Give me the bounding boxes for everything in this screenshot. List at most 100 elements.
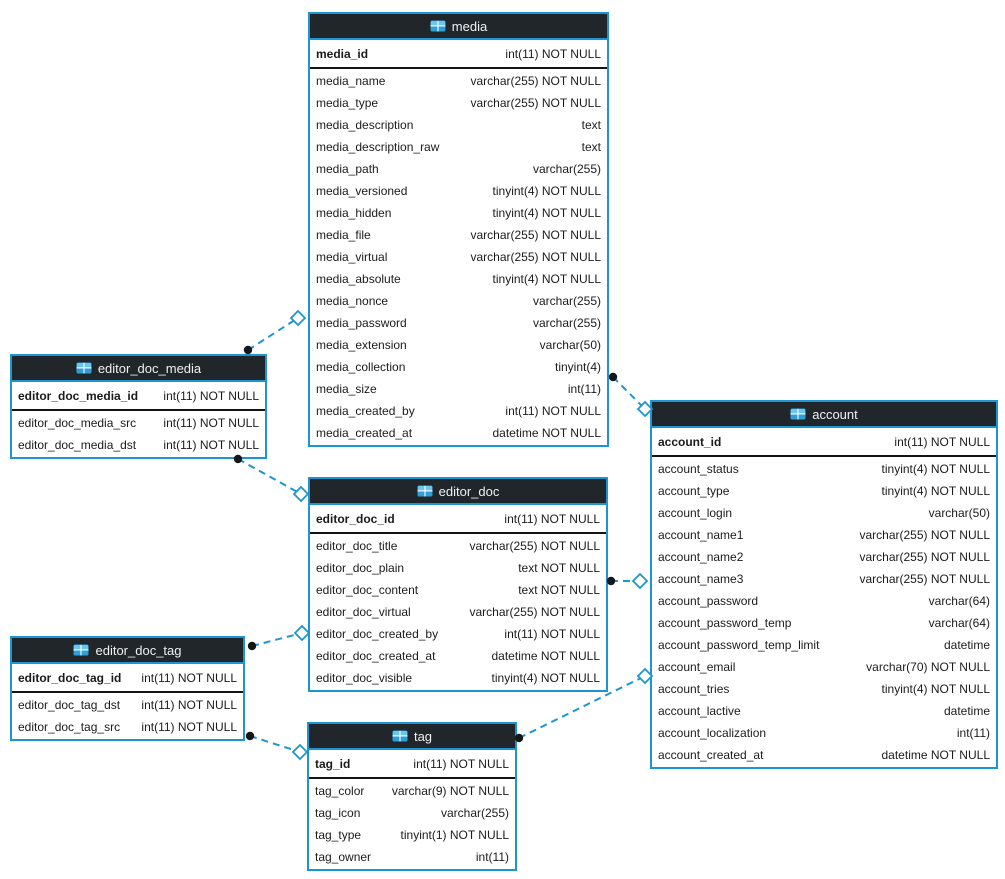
relation-line[interactable] [251,632,303,647]
relation-editor_doc-to-account[interactable] [606,572,649,590]
field-name: tag_owner [315,850,372,864]
table-header[interactable]: account [652,402,996,428]
field-name: tag_type [315,828,362,842]
field-name: media_password [316,316,407,330]
field-editor_doc_virtual[interactable]: editor_doc_virtual varchar(255) NOT NULL [310,601,606,623]
field-type: varchar(9) NOT NULL [391,784,509,798]
field-name: media_file [316,228,371,242]
table-header[interactable]: tag [309,724,515,750]
field-type: varchar(255) NOT NULL [470,250,602,264]
field-media_virtual[interactable]: media_virtual varchar(255) NOT NULL [310,246,607,268]
relation-line[interactable] [249,735,301,753]
table-icon [73,644,89,656]
field-name: editor_doc_virtual [316,605,411,619]
field-name: media_virtual [316,250,388,264]
field-type: varchar(255) NOT NULL [859,572,991,586]
relation-editor_doc_tag-to-tag[interactable] [245,731,309,761]
relation-media-to-account[interactable] [608,372,654,418]
field-media_file[interactable]: media_file varchar(255) NOT NULL [310,224,607,246]
table-title: editor_doc_tag [95,642,182,658]
relation-line[interactable] [247,317,299,351]
relation-line[interactable] [612,376,646,410]
relation-editor_doc_media-to-editor_doc[interactable] [233,454,310,503]
field-name: editor_doc_media_dst [18,438,137,452]
relation-source-dot [247,641,257,651]
relation-target-diamond [292,485,310,503]
field-name: media_description [316,118,414,132]
table-header[interactable]: editor_doc_media [12,356,265,382]
field-type: tinyint(4) NOT NULL [881,682,990,696]
table-header[interactable]: editor_doc_tag [12,638,243,664]
field-type: text [581,140,601,154]
relation-editor_doc_media-to-media[interactable] [243,309,307,355]
field-type: varchar(255) NOT NULL [469,539,601,553]
field-media_nonce[interactable]: media_nonce varchar(255) [310,290,607,312]
relation-line[interactable] [237,458,302,495]
relation-editor_doc_tag-to-editor_doc[interactable] [247,624,311,651]
field-type: varchar(255) NOT NULL [470,228,602,242]
field-type: varchar(255) [532,294,601,308]
table-header[interactable]: editor_doc [310,479,606,505]
field-name: media_nonce [316,294,389,308]
field-type: varchar(255) NOT NULL [469,605,601,619]
table-header[interactable]: media [310,14,607,40]
